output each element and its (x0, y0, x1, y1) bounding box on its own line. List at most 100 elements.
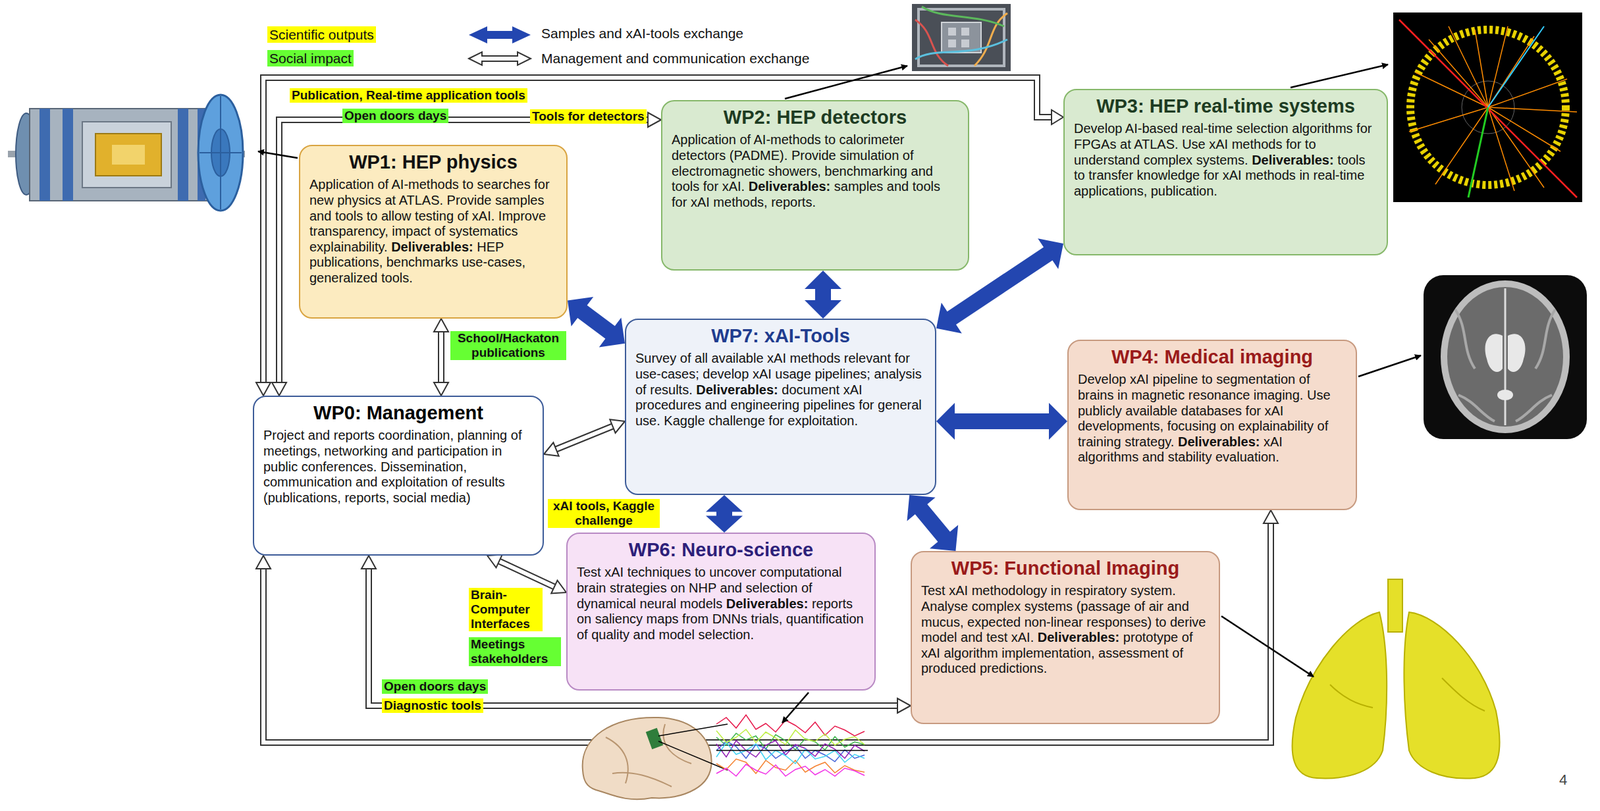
padme-photo-part (948, 27, 957, 36)
box-text: Survey of all available xAI methods rele… (635, 350, 922, 397)
neural-traces-part (716, 759, 865, 774)
box-heading: WP2: HEP detectors (671, 106, 959, 129)
event-display (1393, 12, 1583, 203)
communication-arrow-head (897, 698, 911, 714)
mri-brain-part (1497, 389, 1514, 401)
work-package-box: WP1: HEP physicsApplication of AI-method… (298, 144, 568, 319)
legend-entry: Samples and xAI-tools exchange (541, 25, 744, 42)
impact-label: Meetings stakeholders (468, 637, 561, 667)
box-heading: WP4: Medical imaging (1077, 346, 1347, 369)
communication-arrow-outline (556, 426, 614, 450)
exchange-arrow (936, 402, 1068, 440)
event-display-part-part (1409, 107, 1489, 132)
deliverables-tag: Deliverables: (1177, 434, 1261, 450)
neural-traces (716, 715, 868, 777)
box-body: Project and reports coordination, planni… (263, 427, 534, 506)
box-body: Develop AI-based real-time selection alg… (1073, 121, 1378, 199)
box-heading: WP7: xAI-Tools (635, 325, 926, 347)
mri-brain-part (1504, 288, 1507, 426)
box-heading: WP5: Functional Imaging (921, 557, 1210, 580)
lungs-model-part (1292, 612, 1388, 779)
deliverables-tag: Deliverables: (748, 179, 831, 194)
communication-arrow-outline (279, 119, 648, 383)
padme-photo-part (961, 39, 970, 48)
communication-arrow (271, 112, 662, 396)
atlas-detector-part (95, 133, 162, 176)
mri-brain-part (1423, 275, 1587, 440)
neural-traces-part (716, 764, 865, 777)
event-display-part (1488, 26, 1545, 108)
exchange-arrow (804, 270, 842, 319)
atlas-detector-part (82, 121, 172, 188)
box-body: Test xAI methodology in respiratory syst… (921, 583, 1210, 677)
padme-photo (911, 3, 1011, 72)
event-display-part (1468, 107, 1489, 198)
edge-label: Diagnostic tools (381, 698, 484, 714)
mri-brain-part (1507, 333, 1526, 373)
communication-arrow (543, 419, 625, 456)
leader-arrows-part (258, 151, 298, 159)
event-display-part-part (1488, 107, 1515, 191)
communication-arrow (433, 318, 449, 396)
atlas-detector-part (39, 108, 51, 201)
communication-arrow-head (256, 382, 271, 396)
communication-arrow-outline (437, 331, 445, 383)
communication-arrow-head (551, 580, 567, 594)
lungs-model-part (1403, 612, 1500, 779)
neural-traces-part (716, 742, 865, 764)
box-body: Application of AI-methods to calorimeter… (671, 132, 959, 211)
event-display-part-part (1488, 107, 1545, 188)
communication-arrow-fill (499, 561, 555, 588)
lungs-model-part (1330, 678, 1485, 712)
box-body: Survey of all available xAI methods rele… (635, 350, 926, 429)
communication-arrow-head (609, 419, 625, 433)
communication-arrow-head (1263, 510, 1279, 524)
communication-arrow-fill (263, 523, 1271, 743)
communication-arrow-head (487, 555, 503, 569)
work-package-box: WP4: Medical imagingDevelop xAI pipeline… (1067, 339, 1358, 511)
event-display-part-part (1488, 26, 1508, 108)
communication-arrow-head (271, 382, 287, 396)
leader-arrows-part (782, 692, 809, 723)
edge-label: xAI tools, Kaggle challenge (547, 499, 660, 529)
impact-label: Open doors days (342, 108, 449, 124)
exchange-arrow (907, 495, 959, 552)
leader-arrows-part (784, 65, 908, 99)
legend-entry: Management and communication exchange (541, 50, 810, 67)
work-package-box: WP0: ManagementProject and reports coord… (252, 395, 544, 556)
event-display-part-part (1415, 72, 1489, 108)
edge-label: Publication, Real-time application tools (289, 88, 528, 103)
box-body: Test xAI techniques to uncover computati… (576, 564, 866, 643)
event-display-part (1393, 12, 1583, 203)
neural-traces-part (716, 740, 865, 759)
communication-arrow-outline (263, 523, 1271, 743)
padme-photo-part (961, 27, 970, 36)
box-heading: WP3: HEP real-time systems (1073, 95, 1378, 118)
legend-text: Social impact (269, 50, 352, 66)
atlas-detector-part (111, 144, 145, 165)
impact-label: Open doors days (381, 679, 488, 694)
mri-brain-part (1484, 333, 1503, 373)
exchange-arrow-shape (705, 495, 743, 533)
legend-swatch: Social impact (267, 50, 354, 67)
edge-label: Tools for detectors (530, 109, 647, 124)
lungs-model-part (1387, 579, 1403, 633)
legend-arrow-samples-part (468, 52, 531, 66)
legend-swatch: Scientific outputs (267, 26, 376, 43)
work-package-box: WP5: Functional ImagingTest xAI methodol… (910, 551, 1221, 725)
communication-arrow-fill (556, 426, 614, 450)
work-package-box: WP7: xAI-ToolsSurvey of all available xA… (624, 318, 937, 496)
deliverables-tag: Deliverables: (726, 596, 809, 612)
communication-arrow-outline (499, 561, 555, 588)
event-display-part-part (1428, 39, 1489, 108)
atlas-detector-part (177, 108, 189, 201)
legend-arrow-samples (468, 26, 531, 66)
event-display-part (1399, 19, 1577, 198)
atlas-detector-part (198, 94, 243, 211)
mri-brain (1423, 275, 1587, 440)
atlas-detector-part (29, 108, 208, 201)
communication-arrow-head (1051, 109, 1064, 125)
legend-entry: Scientific outputs (267, 26, 376, 43)
neural-traces-part (716, 729, 865, 746)
